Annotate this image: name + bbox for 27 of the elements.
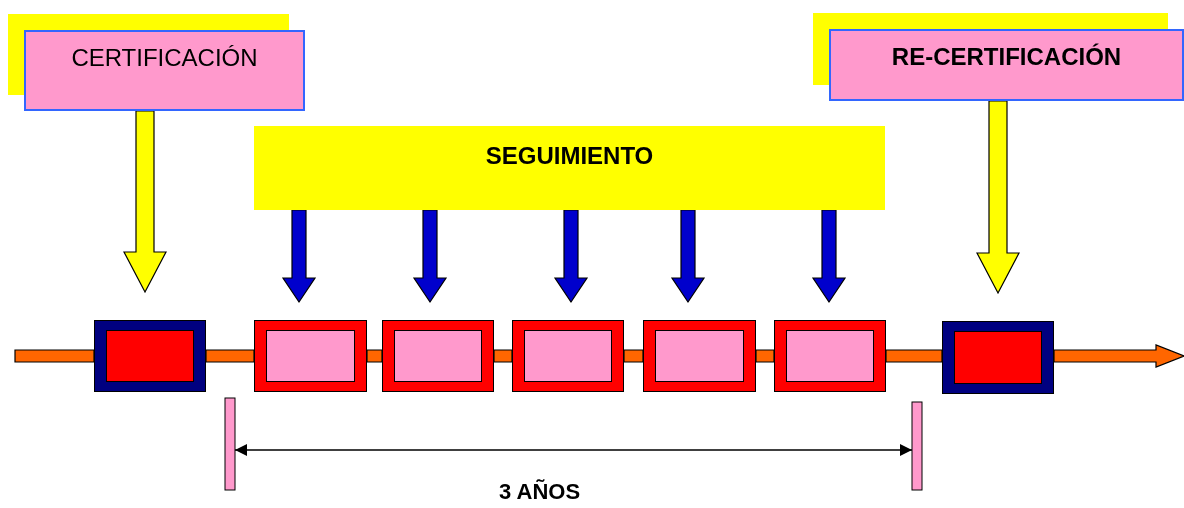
timeline-bar <box>205 349 255 363</box>
timeline-bar <box>366 349 383 363</box>
block-arrow <box>412 209 448 304</box>
block-arrow <box>976 100 1020 295</box>
duration-label: 3 AÑOS <box>499 479 581 505</box>
block-arrow <box>811 209 847 304</box>
block-arrow <box>123 110 167 294</box>
timeline-bar <box>14 349 95 363</box>
block-arrow <box>670 209 706 304</box>
timeline-arrow <box>1053 344 1184 368</box>
surveillance-box <box>254 320 367 392</box>
block-arrow <box>553 209 589 304</box>
surveillance-box <box>643 320 756 392</box>
surveillance-box <box>774 320 886 392</box>
audit-box <box>942 321 1054 394</box>
timeline-bar <box>623 349 644 363</box>
follow-up-band <box>254 126 885 210</box>
audit-box <box>94 320 206 392</box>
timeline-bar <box>493 349 513 363</box>
block-arrow <box>281 209 317 304</box>
node-label: CERTIFICACIÓN <box>71 44 258 72</box>
node-label: SEGUIMIENTO <box>485 142 654 170</box>
surveillance-box <box>512 320 624 392</box>
timeline-bar <box>755 349 775 363</box>
surveillance-box <box>382 320 494 392</box>
node-label: RE-CERTIFICACIÓN <box>891 43 1122 71</box>
timeline-bar <box>885 349 943 363</box>
